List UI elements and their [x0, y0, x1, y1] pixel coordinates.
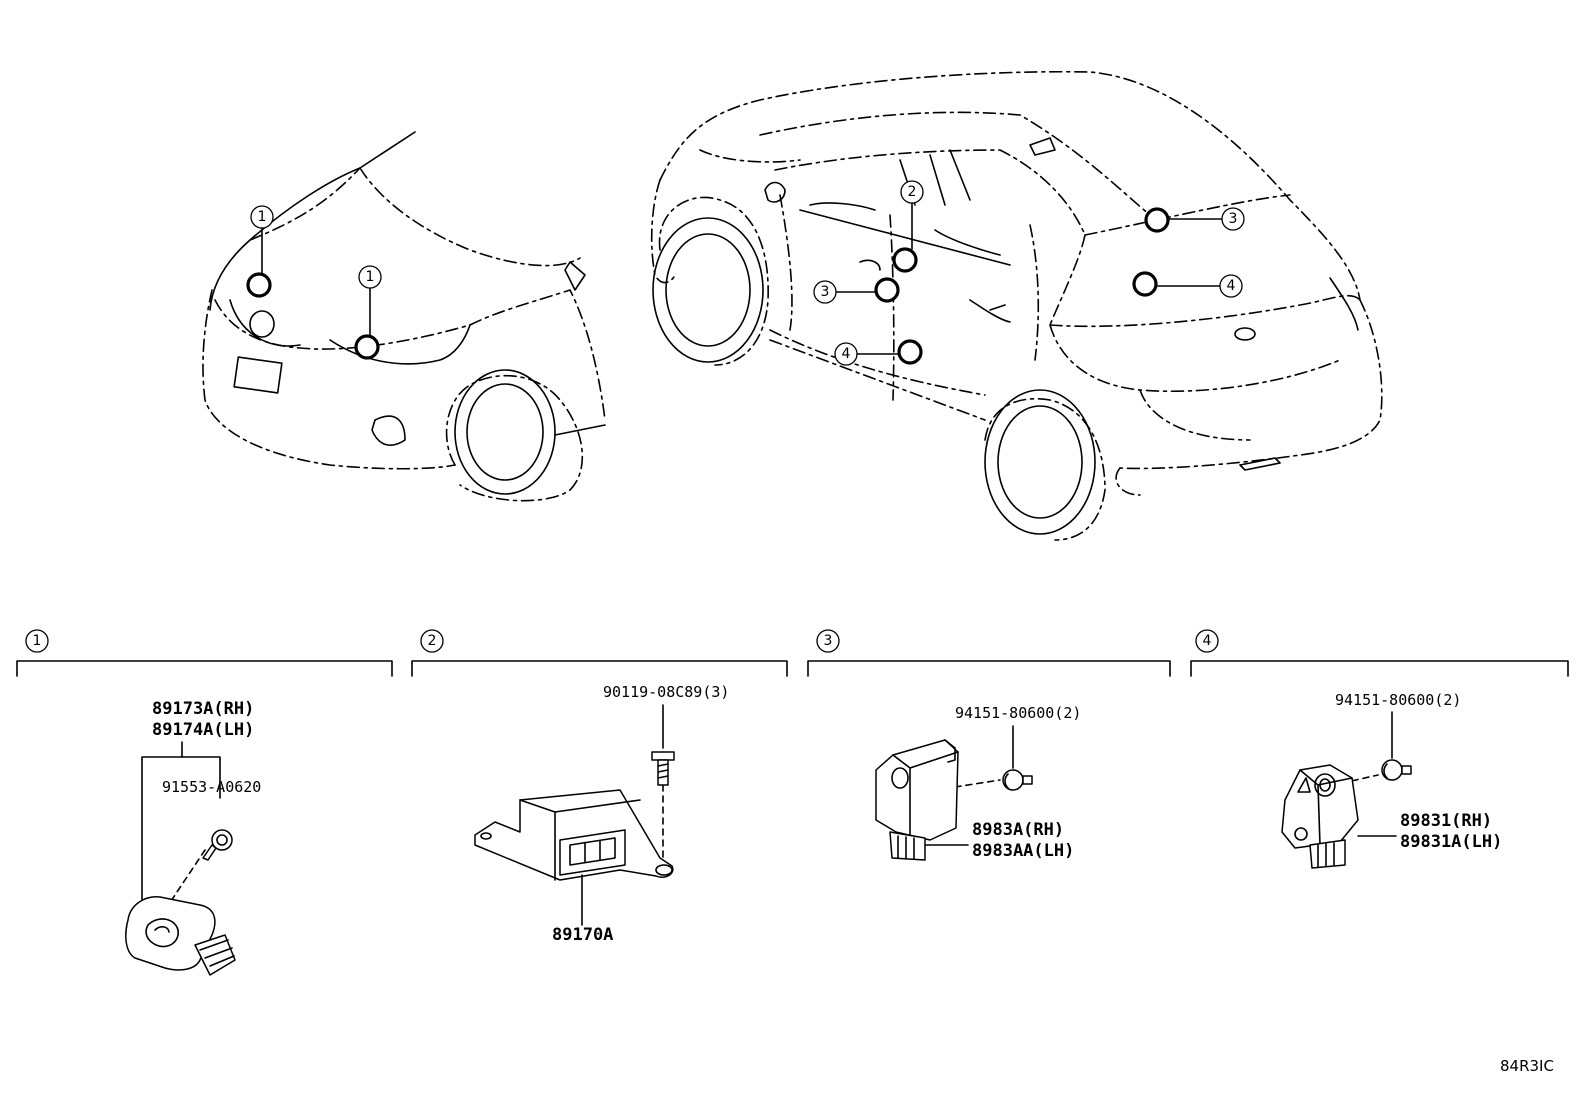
rear-car-illustration — [650, 70, 1383, 541]
bolt-90119 — [651, 751, 675, 786]
location-marker-1b — [354, 334, 380, 360]
callout-3b-number: 3 — [1229, 211, 1238, 227]
callout-4b-number: 4 — [1227, 278, 1236, 294]
location-marker-3b — [1144, 207, 1170, 233]
section-4-parts: 94151-80600(2) 89831(RH) 89831A(LH) — [1281, 691, 1502, 869]
location-callouts: 1 1 2 3 4 3 4 — [250, 180, 1245, 366]
callout-1b-number: 1 — [366, 269, 375, 285]
part-number-89173A: 89173A(RH) — [152, 699, 254, 719]
section-3-parts: 94151-80600(2) 8983A(RH) 8983AA(LH) — [875, 704, 1081, 861]
location-marker-1a — [246, 272, 272, 298]
side-impact-sensor-rear — [1281, 764, 1359, 869]
section-2-parts: 90119-08C89(3) 89170A — [474, 683, 729, 945]
section-1-number: 1 — [33, 633, 42, 649]
diagram-reference-code: 84R3IC — [1500, 1057, 1554, 1075]
part-number-89831: 89831(RH) — [1400, 811, 1492, 831]
callout-3a-number: 3 — [821, 284, 830, 300]
part-number-89831A: 89831A(LH) — [1400, 832, 1502, 852]
location-marker-4b — [1132, 271, 1158, 297]
bolt-94151-s4 — [1381, 759, 1412, 781]
callout-2-number: 2 — [908, 184, 917, 200]
location-marker-4a — [897, 339, 923, 365]
section-2-number: 2 — [428, 633, 437, 649]
section-4-number: 4 — [1203, 633, 1212, 649]
part-number-94151-80600-s4: 94151-80600(2) — [1335, 691, 1461, 709]
bolt-94151-s3 — [1002, 769, 1033, 791]
part-number-8983A: 8983A(RH) — [972, 820, 1064, 840]
callout-1a-number: 1 — [258, 209, 267, 225]
section-1-parts: 89173A(RH) 89174A(LH) 91553-A0620 — [125, 699, 261, 976]
side-impact-sensor-front — [875, 739, 959, 861]
section-3-number: 3 — [824, 633, 833, 649]
location-markers — [246, 207, 1170, 365]
front-car-illustration — [202, 131, 606, 502]
part-number-89174A: 89174A(LH) — [152, 720, 254, 740]
part-number-91553-A0620: 91553-A0620 — [162, 778, 261, 796]
section-headers: 1 2 3 4 — [16, 629, 1569, 677]
front-impact-sensor — [125, 896, 236, 976]
bolt-91553 — [202, 829, 233, 861]
location-marker-2 — [892, 247, 918, 273]
part-number-8983AA: 8983AA(LH) — [972, 841, 1074, 861]
part-number-94151-80600-s3: 94151-80600(2) — [955, 704, 1081, 722]
part-number-90119-08C89: 90119-08C89(3) — [603, 683, 729, 701]
location-marker-3a — [874, 277, 900, 303]
callout-4a-number: 4 — [842, 346, 851, 362]
part-number-89170A: 89170A — [552, 925, 613, 945]
airbag-control-module — [474, 789, 674, 881]
